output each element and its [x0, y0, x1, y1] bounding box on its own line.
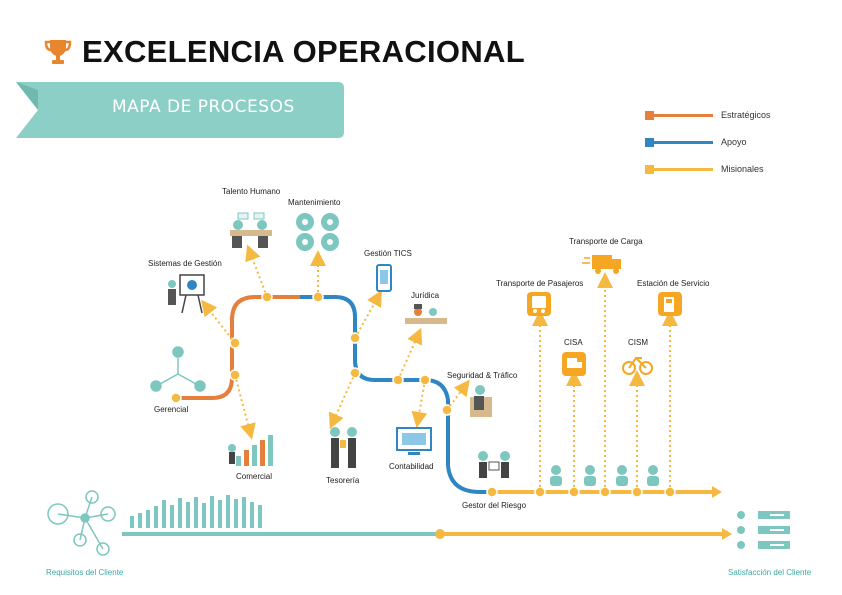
- process-map-banner: [16, 82, 344, 138]
- gestor-riesgo-icon: [478, 451, 510, 478]
- banner-title: MAPA DE PROCESOS: [112, 97, 295, 117]
- legend-item-apoyo: Apoyo: [645, 137, 747, 147]
- comercial-icon: [228, 435, 273, 466]
- label-transporte-carga: Transporte de Carga: [569, 237, 643, 246]
- mantenimiento-icon: [296, 213, 339, 251]
- label-contabilidad: Contabilidad: [389, 462, 434, 471]
- legend-item-misionales: Misionales: [645, 164, 764, 174]
- gestion-tics-icon: [376, 264, 392, 292]
- label-satisfaccion-cliente: Satisfacción del Cliente: [728, 568, 812, 577]
- label-tesoreria: Tesorería: [326, 476, 360, 485]
- fuel-station-icon: [658, 292, 682, 316]
- legend-label: Misionales: [721, 164, 764, 174]
- talento-humano-icon: [230, 212, 272, 248]
- sistemas-gestion-icon: [168, 274, 205, 314]
- label-estacion-servicio: Estación de Servicio: [637, 279, 710, 288]
- label-gerencial: Gerencial: [154, 405, 189, 414]
- label-cism: CISM: [628, 338, 648, 347]
- trophy-icon: [44, 40, 72, 64]
- mission-people: [550, 465, 659, 486]
- seguridad-trafico-icon: [470, 385, 492, 417]
- strategic-path: [172, 295, 300, 400]
- juridica-icon: [405, 304, 447, 324]
- client-satisfaction-icon: [737, 511, 790, 549]
- legend-label: Apoyo: [721, 137, 747, 147]
- label-juridica: Jurídica: [411, 291, 440, 300]
- label-requisitos-cliente: Requisitos del Cliente: [46, 568, 124, 577]
- bus-icon: [527, 292, 551, 316]
- label-comercial: Comercial: [236, 472, 273, 481]
- truck-icon: [582, 255, 621, 274]
- title-row: EXCELENCIA OPERACIONAL: [44, 34, 525, 70]
- contabilidad-icon: [396, 427, 432, 455]
- legend-label: Estratégicos: [721, 110, 771, 120]
- legend-item-estrategicos: Estratégicos: [645, 110, 771, 120]
- label-mantenimiento: Mantenimiento: [288, 198, 341, 207]
- label-cisa: CISA: [564, 338, 583, 347]
- label-sistemas-gestion: Sistemas de Gestión: [148, 259, 222, 268]
- label-seguridad-trafico: Seguridad & Tráfico: [447, 371, 518, 380]
- label-talento-humano: Talento Humano: [222, 187, 281, 196]
- cisa-icon: [562, 352, 586, 376]
- client-requirements-network: [47, 490, 116, 556]
- requirements-bars: [130, 495, 262, 528]
- label-transporte-pasajeros: Transporte de Pasajeros: [496, 279, 584, 288]
- tesoreria-icon: [330, 427, 357, 468]
- label-gestor-riesgo: Gestor del Riesgo: [462, 501, 527, 510]
- bicycle-icon: [622, 356, 653, 375]
- page-title: EXCELENCIA OPERACIONAL: [82, 34, 525, 69]
- label-gestion-tics: Gestión TICS: [364, 249, 412, 258]
- legend: Estratégicos Apoyo Misionales: [645, 100, 805, 180]
- gerencial-icon: [150, 346, 206, 392]
